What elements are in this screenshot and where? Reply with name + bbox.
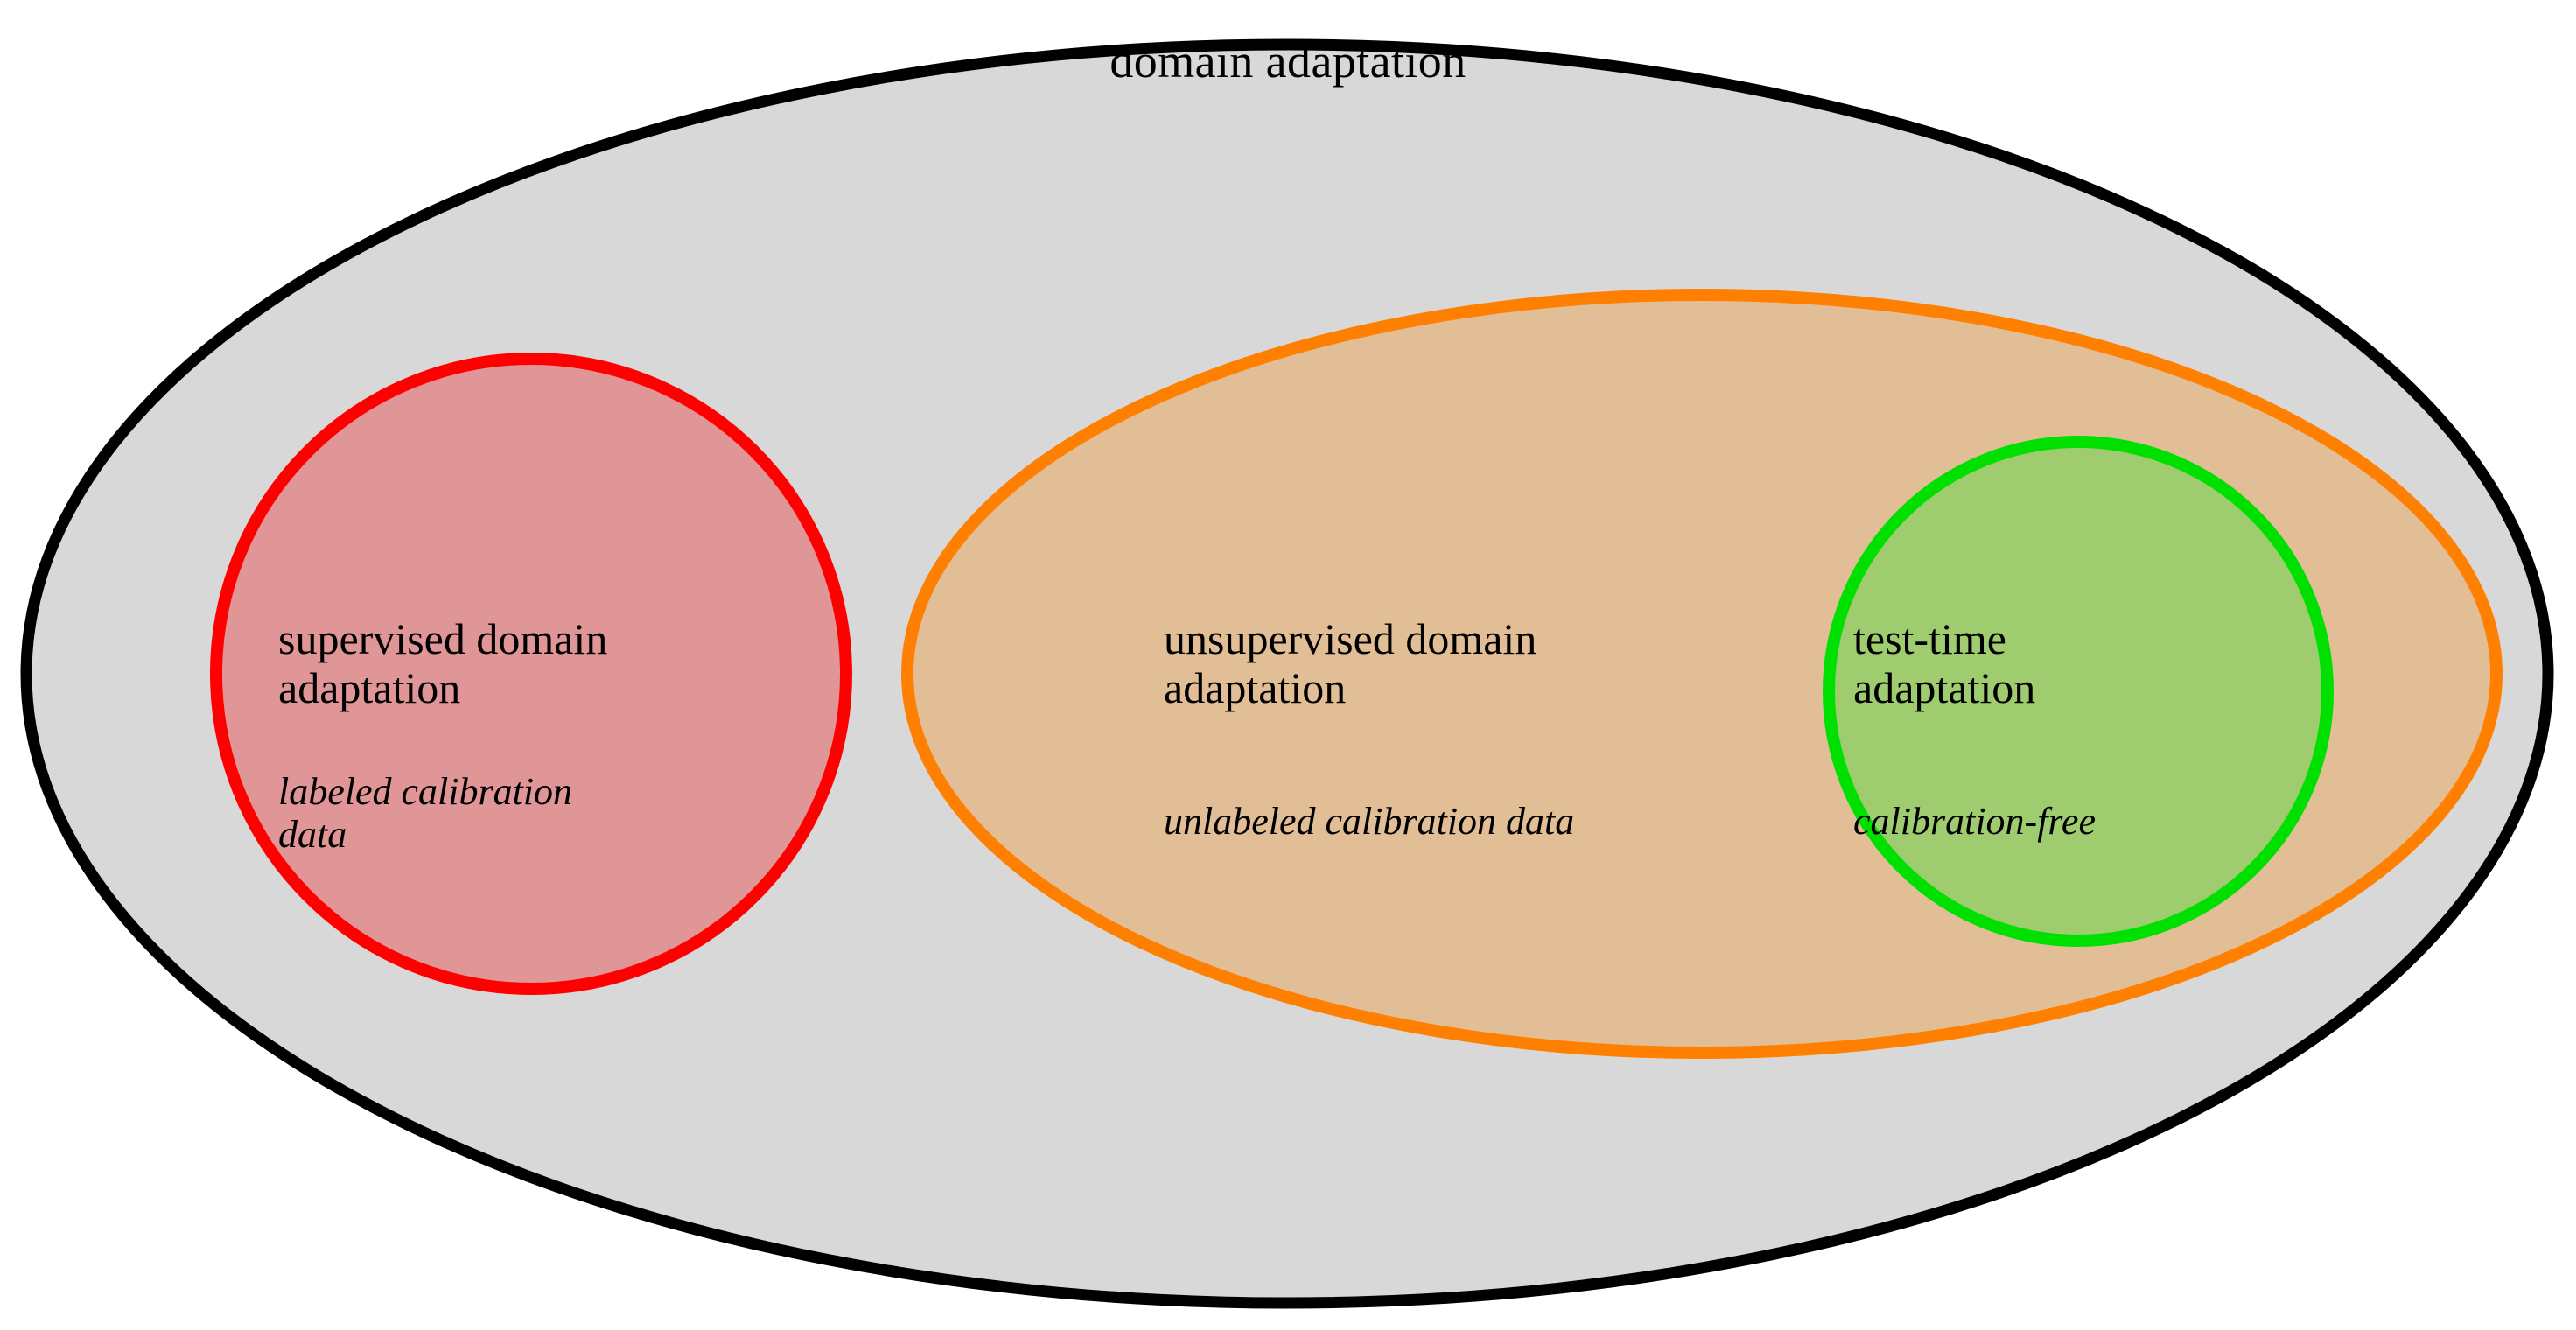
green-circle-test-time-adaptation[interactable] (1823, 436, 2334, 947)
red-circle-supervised-domain-adaptation[interactable] (210, 353, 852, 995)
